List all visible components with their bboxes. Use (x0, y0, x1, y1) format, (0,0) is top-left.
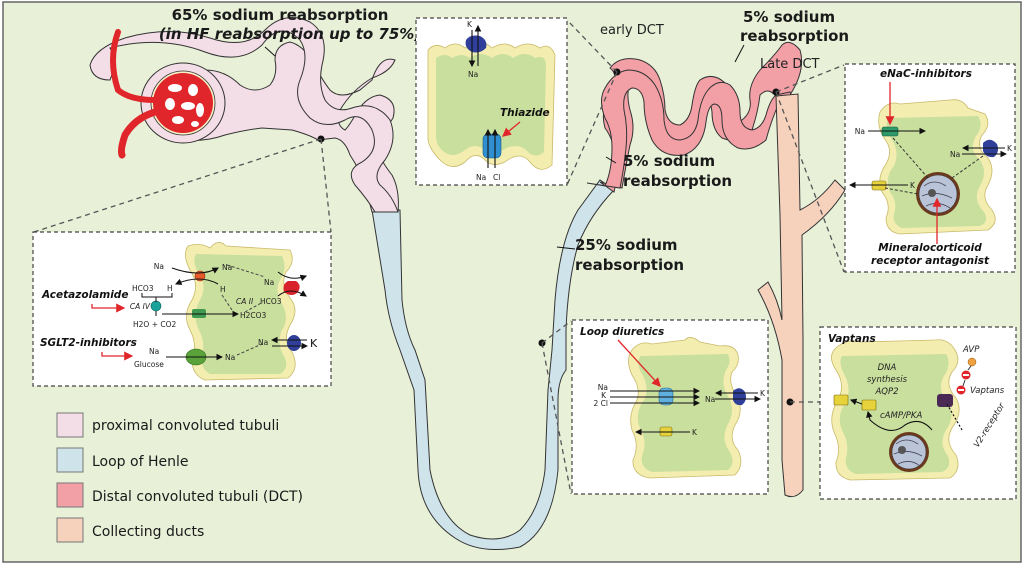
glomerulus-capillaries (153, 73, 213, 133)
aqp2-vesicle-icon (861, 399, 877, 411)
aqp2-membrane-icon (833, 394, 849, 406)
proximal-hf-label: (in HF reabsorption up to 75%) (159, 25, 421, 43)
afferent-arteriole (110, 29, 158, 103)
ion-label-hco3: HCO3 (260, 297, 282, 306)
vaptans-molecule-label: Vaptans (970, 386, 1005, 396)
ion-label-k: K (692, 428, 698, 437)
henle-reabsorption-line1: 25% sodium (575, 236, 678, 254)
legend-swatch-collecting (56, 517, 84, 543)
drug-sglt2-inhibitors: SGLT2-inhibitors (40, 337, 137, 349)
ion-label-na: Na (225, 353, 235, 362)
drug-mineralocorticoid: Mineralocorticoid (878, 242, 982, 254)
legend-label-collecting: Collecting ducts (92, 524, 204, 540)
legend-label-henle: Loop of Henle (92, 454, 188, 470)
sglt2-arrow (101, 351, 134, 361)
inset-enac: Na Na K K eNaC-inhibitors Mineralocortic… (844, 63, 1016, 273)
ion-label-na: Na (705, 395, 715, 404)
early-dct-reabsorption-line2: reabsorption (623, 172, 732, 190)
ion-label-na: Na (154, 262, 164, 271)
ion-label-h2co3: H2CO3 (240, 311, 267, 320)
inset-thiazide: K Na Na Cl Thiazide (415, 17, 568, 186)
legend-swatch-proximal (56, 412, 84, 438)
dna-synthesis-line1: DNA (878, 363, 897, 373)
legend-item-proximal: proximal convoluted tubuli (56, 412, 279, 438)
ion-label-k: K (601, 391, 607, 400)
ncc-transporter-icon (482, 133, 502, 159)
late-dct-reabsorption-line2: reabsorption (740, 27, 849, 45)
ion-label-na: Na (476, 173, 486, 182)
drug-thiazide: Thiazide (500, 107, 550, 119)
drug-loop-diuretics: Loop diuretics (580, 326, 664, 338)
proximal-reabsorption-label: 65% sodium reabsorption (172, 6, 389, 24)
early-dct-reabsorption-line1: 5% sodium (623, 152, 715, 170)
dna-synthesis-line2: synthesis (867, 375, 908, 385)
dct-main (586, 69, 796, 189)
drug-receptor-antagonist: receptor antagonist (871, 255, 990, 267)
glomerulus-holes (165, 84, 204, 127)
acetazolamide-arrow (91, 303, 126, 313)
v2-receptor-icon (937, 394, 953, 407)
inset-vaptans: Vaptans DNA synthesis AQP2 cAMP/PKA AVP … (819, 326, 1017, 500)
nak-atpase-icon (465, 35, 487, 53)
enzyme-ca-iv-label: CA IV (130, 302, 151, 311)
legend-item-collecting: Collecting ducts (56, 517, 204, 543)
ion-label-na: Na (468, 70, 478, 79)
ion-label-k: K (910, 181, 916, 190)
ion-label-na: Na (598, 383, 608, 392)
vaptans-title: Vaptans (828, 333, 876, 345)
nephron (89, 17, 846, 551)
legend-swatch-henle (56, 447, 84, 473)
henle-reabsorption-line2: reabsorption (575, 256, 684, 274)
ion-label-k: K (1007, 144, 1013, 153)
legend-label-dct: Distal convoluted tubuli (DCT) (92, 489, 303, 505)
legend-item-dct: Distal convoluted tubuli (DCT) (56, 482, 303, 508)
legend: proximal convoluted tubuli Loop of Henle… (56, 412, 303, 543)
dna-synthesis-line3: AQP2 (874, 387, 898, 397)
late-dct-label: Late DCT (760, 57, 820, 72)
ion-label-cl: Cl (493, 173, 500, 182)
drug-enac-inhibitors: eNaC-inhibitors (880, 68, 972, 80)
avp-label: AVP (962, 345, 980, 355)
early-dct-label: early DCT (600, 23, 664, 38)
legend-swatch-dct (56, 482, 84, 508)
drug-acetazolamide: Acetazolamide (41, 289, 128, 301)
ion-label-h: H (220, 285, 226, 294)
loop-diuretics-arrow (617, 339, 661, 387)
nak-atpase-icon (287, 335, 301, 351)
connectors (33, 19, 845, 495)
ion-label-na: Na (855, 127, 865, 136)
camp-pka-label: cAMP/PKA (880, 411, 923, 421)
inset-loop: Na K 2 Cl K Na K Loop diuretics (571, 319, 769, 495)
legend-label-proximal: proximal convoluted tubuli (92, 418, 279, 434)
collecting-duct (757, 93, 846, 498)
ion-label-na: Na (222, 263, 232, 272)
ion-label-na: Na (950, 150, 960, 159)
late-dct-reabsorption-line1: 5% sodium (743, 8, 835, 26)
ion-label-na: Na (149, 347, 159, 356)
thiazide-arrow (501, 121, 521, 137)
loop-of-henle (371, 179, 615, 551)
ion-label-2cl: 2 Cl (594, 399, 608, 408)
avp-molecule-icon (967, 357, 977, 367)
efferent-arteriole (117, 108, 159, 159)
ion-label-glucose: Glucose (134, 360, 164, 369)
ion-label-hco3: HCO3 (132, 284, 154, 293)
enzyme-ca-ii-label: CA II (236, 297, 254, 306)
ion-label-na: Na (258, 338, 268, 347)
ion-label-k: K (310, 337, 318, 350)
ion-label-h: H (167, 284, 173, 293)
carbonic-anhydrase-iv-icon (150, 300, 162, 312)
ion-label-k: K (467, 20, 473, 29)
legend-item-henle: Loop of Henle (56, 447, 188, 473)
proximal-convolution (89, 17, 399, 213)
ion-label-h2o-co2: H2O + CO2 (133, 320, 177, 329)
ion-label-na: Na (264, 278, 274, 287)
inset-proximal: Na Na Na HCO3 H H CA II HCO3 H2CO3 CA IV… (32, 231, 332, 387)
ion-label-k: K (760, 389, 766, 398)
